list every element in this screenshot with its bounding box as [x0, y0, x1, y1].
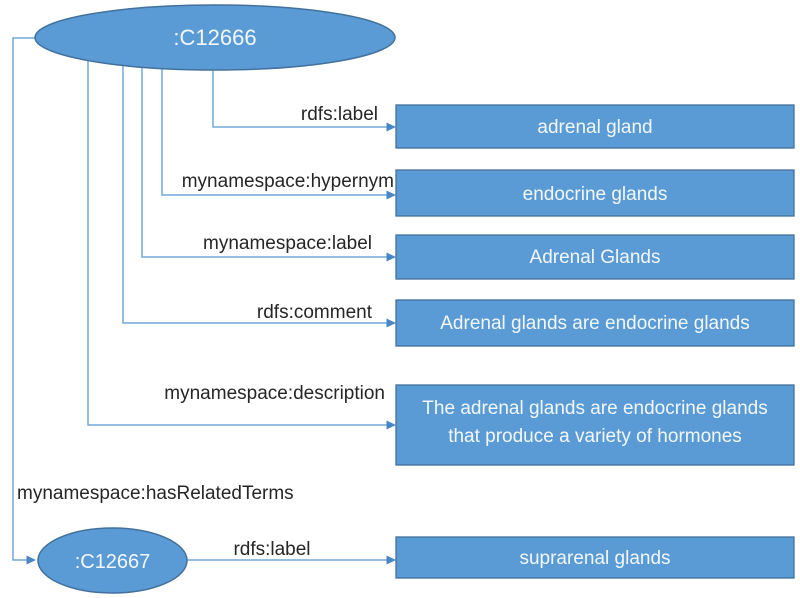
edge-label-hypernym: mynamespace:hypernym	[182, 171, 394, 192]
literal-box-description	[395, 384, 795, 466]
literal-box-adrenal-glands-label	[395, 234, 795, 280]
node-c12667-ellipse	[37, 527, 188, 594]
edge-label-has-related-terms: mynamespace:hasRelatedTerms	[17, 483, 294, 504]
literal-box-suprarenal-glands	[395, 536, 795, 579]
literal-box-comment	[395, 299, 795, 347]
literal-box-adrenal-gland	[395, 104, 795, 149]
edge-line-hypernym	[161, 68, 396, 200]
edge-label-rdfs-label-bottom: rdfs:label	[233, 539, 310, 560]
node-c12666-ellipse	[34, 4, 396, 71]
node-c12666-label: :C12666	[173, 25, 256, 50]
edge-label-description: mynamespace:description	[164, 383, 385, 404]
edge-line-description	[87, 60, 396, 430]
edge-line-rdfs-comment	[122, 65, 396, 328]
literal-box-endocrine-glands	[395, 169, 795, 217]
node-c12667-label: :C12667	[75, 551, 151, 573]
literal-text-adrenal-gland: adrenal gland	[537, 117, 652, 138]
edge-label-rdfs-comment: rdfs:comment	[257, 302, 373, 323]
edge-line-mynamespace-label	[141, 67, 396, 262]
literal-text-endocrine-glands: endocrine glands	[523, 184, 668, 205]
literal-text-suprarenal-glands: suprarenal glands	[519, 548, 670, 569]
literal-text-adrenal-glands-label: Adrenal Glands	[530, 247, 661, 268]
literal-text-comment: Adrenal glands are endocrine glands	[440, 313, 750, 334]
edge-label-rdfs-label-top: rdfs:label	[301, 104, 378, 125]
edge-label-mynamespace-label: mynamespace:label	[203, 233, 372, 254]
literal-text-description-line2: that produce a variety of hormones	[448, 426, 742, 447]
edge-line-has-related-terms	[12, 37, 36, 565]
literal-text-description-line1: The adrenal glands are endocrine glands	[422, 398, 767, 419]
edge-line-rdfs-label-top	[212, 70, 396, 132]
